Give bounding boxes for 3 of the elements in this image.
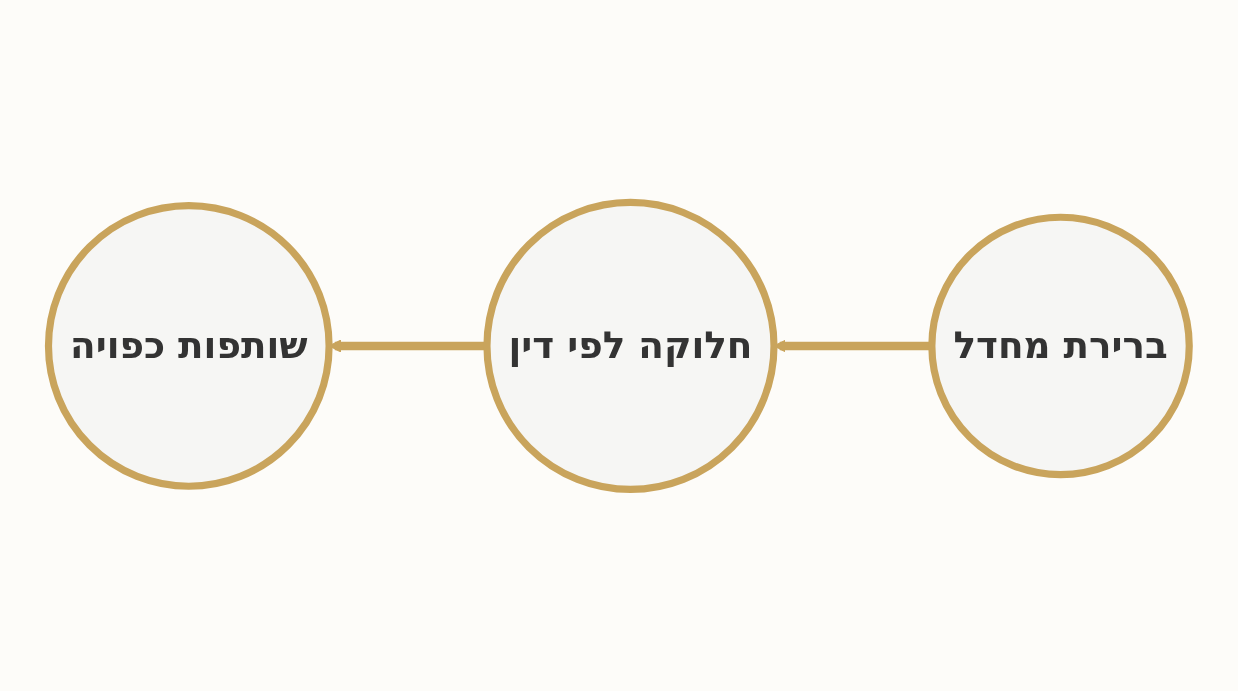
node-circle: ברירת מחדל: [928, 213, 1193, 478]
node-circle: חלוקה לפי דין: [483, 198, 778, 493]
node-circle: שותפות כפויה: [45, 201, 333, 490]
